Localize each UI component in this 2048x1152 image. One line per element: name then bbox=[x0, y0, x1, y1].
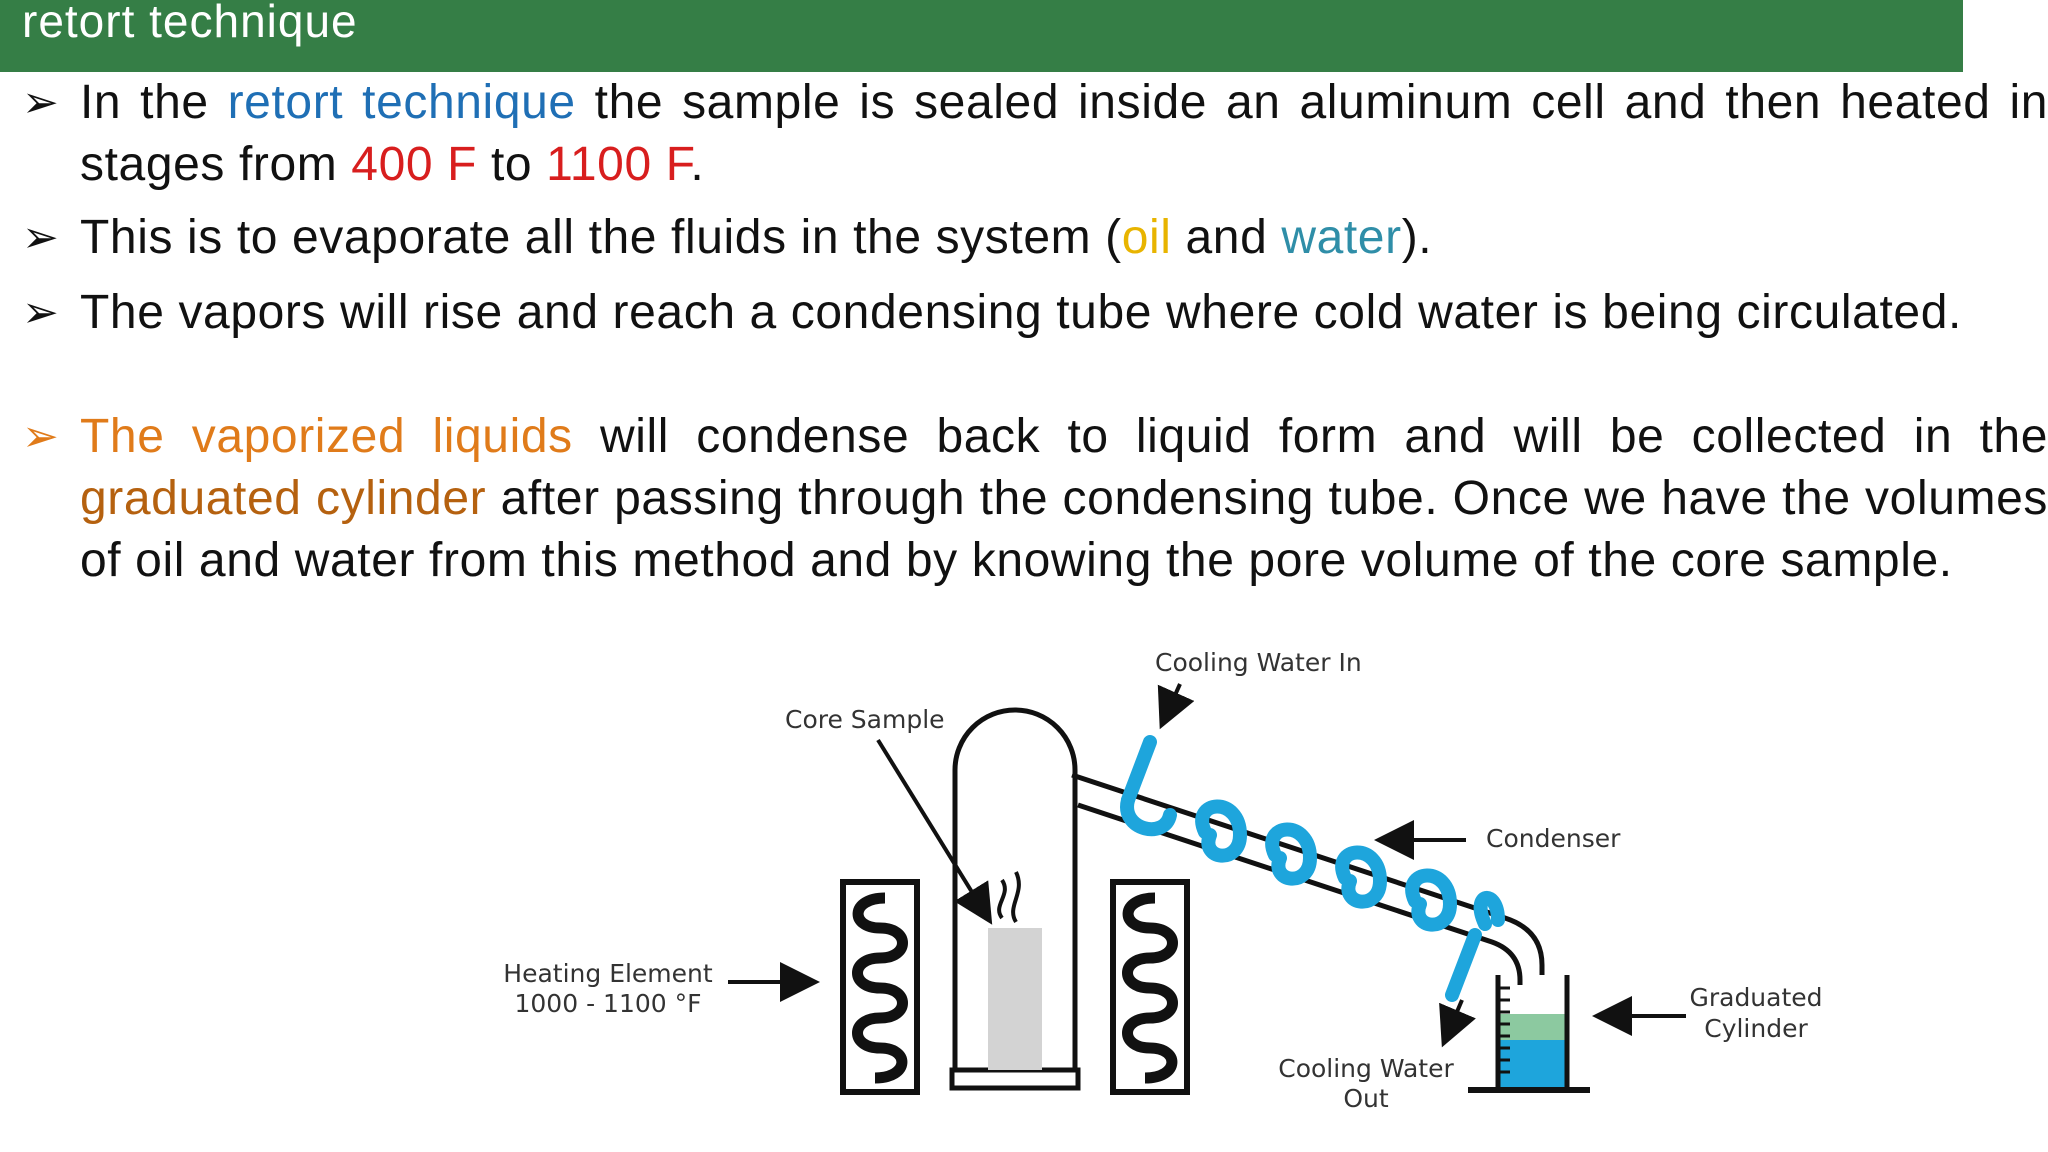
bullet-text: The vapors will rise and reach a condens… bbox=[80, 282, 2048, 344]
oil-layer bbox=[1499, 1014, 1566, 1040]
heating-element-right bbox=[1110, 879, 1190, 1095]
slide-title: retort technique bbox=[22, 0, 358, 47]
condenser-tube bbox=[1071, 735, 1545, 1002]
bullet-text-part: This is to evaporate all the fluids in t… bbox=[80, 211, 1122, 264]
steam-icon bbox=[997, 871, 1021, 924]
bullet-arrow-icon: ➢ bbox=[22, 213, 59, 262]
heating-element-left bbox=[840, 879, 920, 1095]
graduated-cylinder bbox=[1468, 975, 1590, 1093]
title-bar: retort technique bbox=[0, 0, 1963, 72]
bullet-text-part: 1100 F bbox=[546, 138, 691, 191]
bullet-text-part: after passing through the condensing tub… bbox=[80, 472, 2048, 587]
label-heating-element: Heating Element bbox=[503, 959, 713, 988]
bullet-text-part: The vapors will rise and reach a condens… bbox=[80, 286, 1962, 339]
bullet-arrow-icon: ➢ bbox=[22, 288, 59, 337]
bullet-arrow-icon: ➢ bbox=[22, 78, 59, 127]
retort-vessel bbox=[949, 707, 1081, 1091]
bullet-text-part: retort technique bbox=[227, 76, 576, 129]
condenser-coil-icon bbox=[1120, 735, 1505, 1002]
arrow-icon bbox=[728, 683, 1686, 1048]
label-heating-temp: 1000 - 1100 °F bbox=[515, 989, 702, 1018]
bullet-arrow-icon: ➢ bbox=[22, 412, 59, 461]
bullet-text-part: . bbox=[690, 138, 705, 191]
label-graduated: Graduated bbox=[1689, 983, 1822, 1012]
heating-coil-icon bbox=[852, 892, 908, 1084]
label-cooling-water-out-2: Out bbox=[1343, 1084, 1389, 1113]
bullet-text: In the retort technique the sample is se… bbox=[80, 72, 2048, 196]
bullet-text-part: In the bbox=[80, 76, 228, 129]
bullet-text-part: The vaporized liquids bbox=[80, 410, 573, 463]
bullet-text-part: and bbox=[1171, 211, 1282, 264]
bullet-text-part: 400 F bbox=[351, 138, 478, 191]
bullet-text: This is to evaporate all the fluids in t… bbox=[80, 207, 2048, 269]
bullet-text-part: ). bbox=[1401, 211, 1433, 264]
bullet-text-part: oil bbox=[1121, 211, 1172, 264]
bullet-text-part: the sample is sealed inside an aluminum … bbox=[80, 76, 2048, 191]
heating-coil-icon bbox=[1122, 892, 1178, 1084]
bullet-text-part: water bbox=[1281, 211, 1402, 264]
bullet-text: The vaporized liquids will condense back… bbox=[80, 406, 2048, 592]
water-layer bbox=[1499, 1040, 1566, 1090]
label-cylinder: Cylinder bbox=[1704, 1014, 1808, 1043]
label-condenser: Condenser bbox=[1486, 824, 1621, 853]
label-cooling-water-in: Cooling Water In bbox=[1155, 648, 1362, 677]
label-cooling-water-out: Cooling Water bbox=[1278, 1054, 1454, 1083]
bullet-text-part: will condense back to liquid form and wi… bbox=[572, 410, 2048, 463]
bullet-text-part: graduated cylinder bbox=[80, 472, 487, 525]
label-core-sample: Core Sample bbox=[785, 705, 945, 734]
core-sample-block bbox=[988, 928, 1042, 1070]
bullet-text-part: to bbox=[477, 138, 547, 191]
